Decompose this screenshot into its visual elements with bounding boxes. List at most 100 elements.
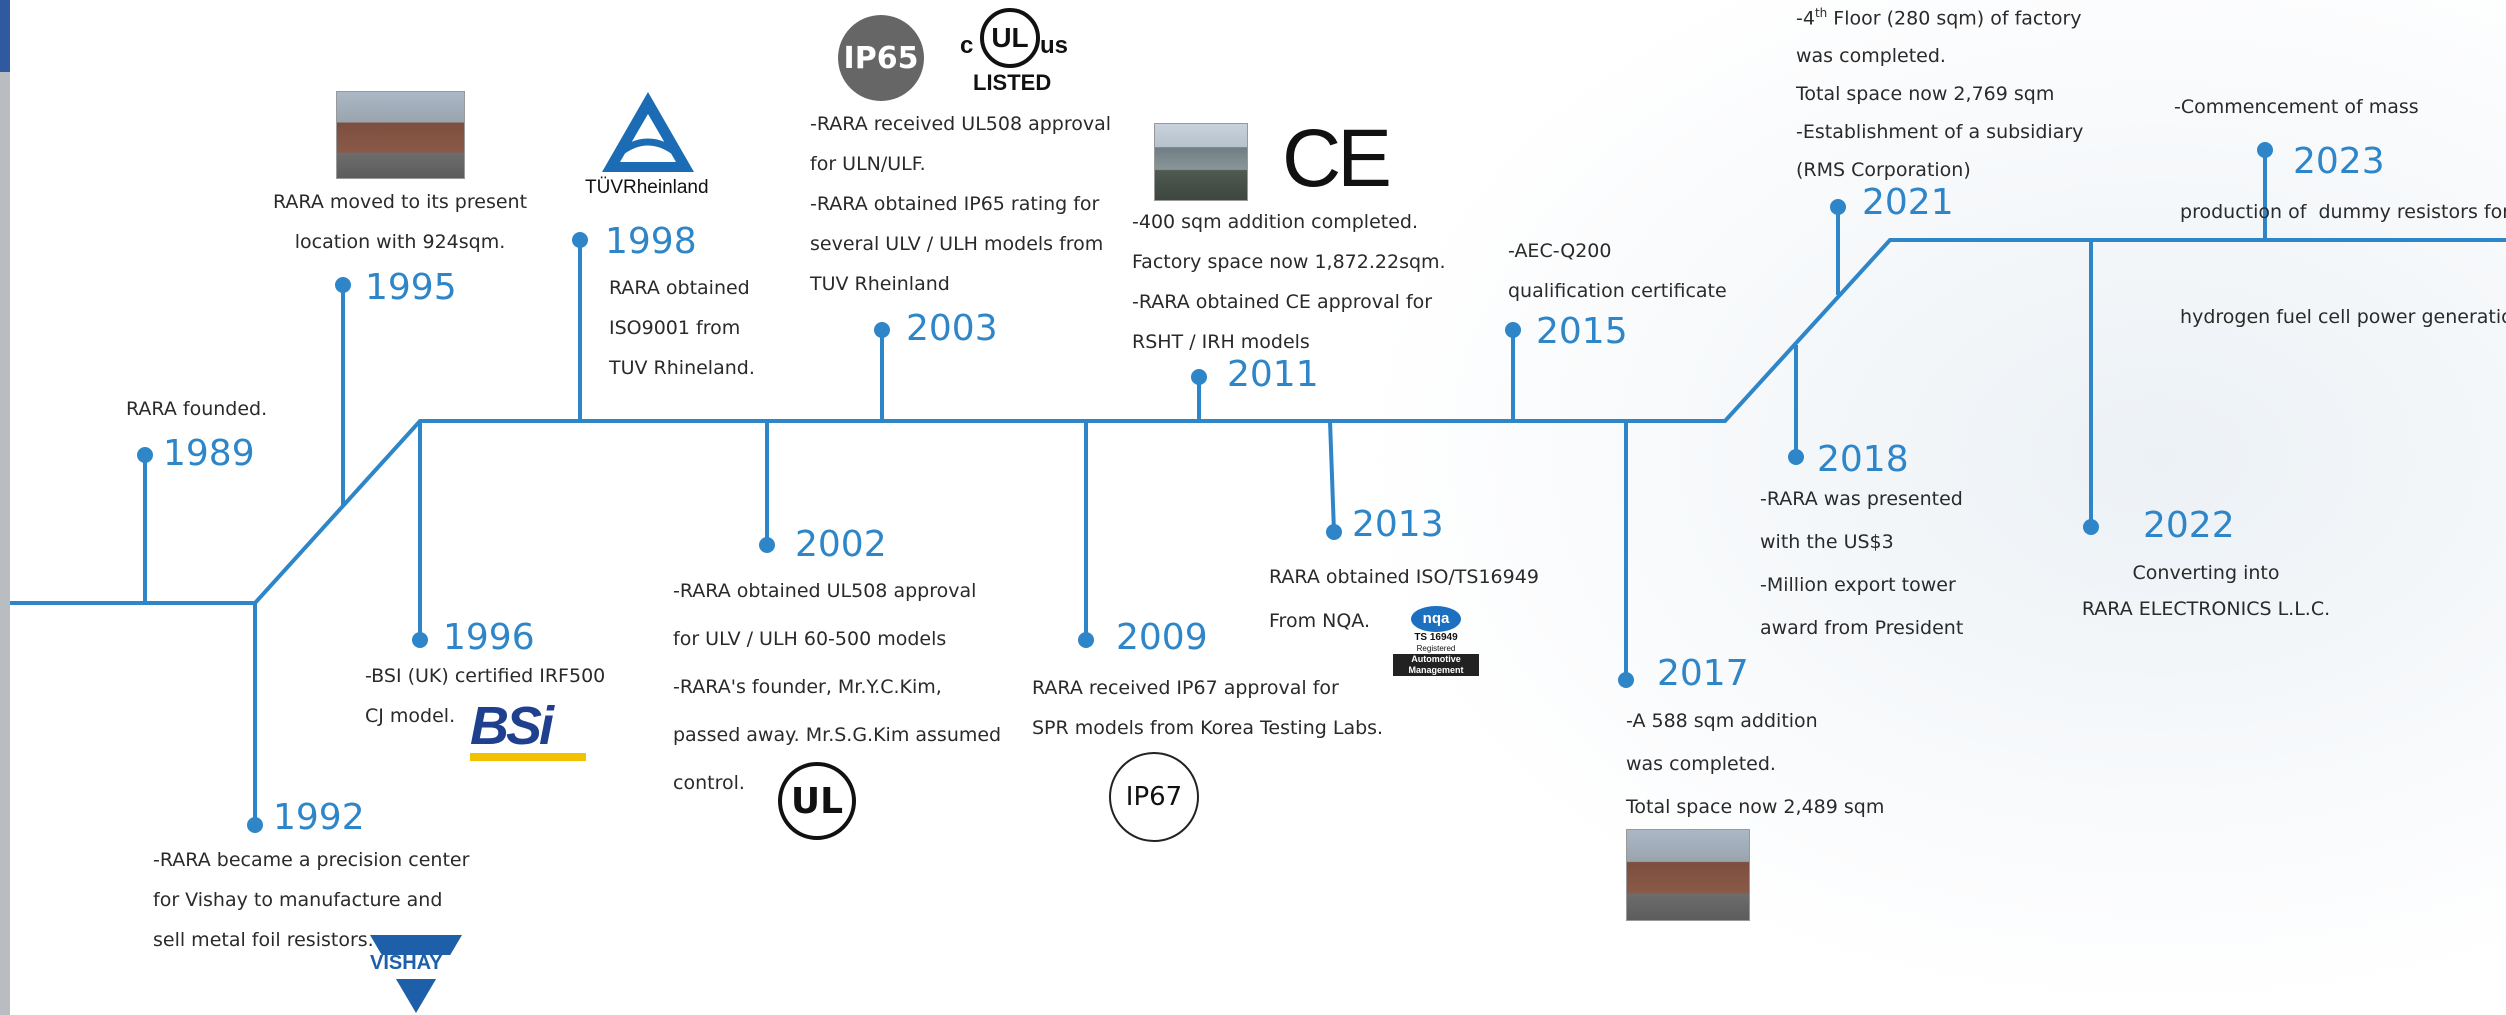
desc-2002-line-2: for ULV / ULH 60-500 models xyxy=(673,628,947,650)
desc-2009-line-1: RARA received IP67 approval for xyxy=(1032,677,1339,699)
desc-2021: -4th Floor (280 sqm) of factory was comp… xyxy=(1796,0,2083,189)
dot-2017 xyxy=(1618,672,1634,688)
desc-2003-line-2: for ULN/ULF. xyxy=(810,153,926,175)
year-2023: 2023 xyxy=(2293,141,2385,182)
desc-1992-line-3: sell metal foil resistors. xyxy=(153,929,374,951)
desc-2018-line-1: -RARA was presented xyxy=(1760,488,1963,510)
dot-1995 xyxy=(335,277,351,293)
desc-2017-line-3: Total space now 2,489 sqm xyxy=(1626,796,1885,818)
dot-1992 xyxy=(247,817,263,833)
year-2009: 2009 xyxy=(1116,617,1208,658)
left-edge-strip xyxy=(0,0,10,1015)
dot-2022 xyxy=(2083,519,2099,535)
left-edge-accent xyxy=(0,0,10,72)
desc-1998-line-1: RARA obtained xyxy=(609,277,750,299)
desc-2009: RARA received IP67 approval for SPR mode… xyxy=(1032,668,1383,748)
dot-1989 xyxy=(137,447,153,463)
desc-2003-line-4: several ULV / ULH models from xyxy=(810,233,1104,255)
ip65-logo: IP65 xyxy=(838,15,924,101)
dot-2003 xyxy=(874,322,890,338)
desc-2011-line-3: -RARA obtained CE approval for xyxy=(1132,291,1433,313)
desc-1992-line-2: for Vishay to manufacture and xyxy=(153,889,443,911)
dot-1996 xyxy=(412,632,428,648)
year-2017: 2017 xyxy=(1657,653,1749,694)
desc-1989: RARA founded. xyxy=(126,389,267,429)
dot-2009 xyxy=(1078,632,1094,648)
factory-photo-2017 xyxy=(1626,829,1750,921)
dot-2013 xyxy=(1326,524,1342,540)
desc-2015-line-1: -AEC-Q200 xyxy=(1508,240,1612,262)
desc-2021-line-5: (RMS Corporation) xyxy=(1796,159,1971,182)
desc-2002-line-1: -RARA obtained UL508 approval xyxy=(673,580,977,602)
desc-2013-line-1: RARA obtained ISO/TS16949 xyxy=(1269,566,1539,588)
stem-2013 xyxy=(1328,420,1336,533)
desc-2003-line-3: -RARA obtained IP65 rating for xyxy=(810,193,1100,215)
desc-2021-line-1-prefix: -4 xyxy=(1796,7,1815,30)
desc-2003: -RARA received UL508 approval for ULN/UL… xyxy=(810,104,1111,304)
desc-1996: -BSI (UK) certified IRF500 CJ model. xyxy=(365,656,605,736)
dot-2011 xyxy=(1191,369,1207,385)
desc-1989-line-1: RARA founded. xyxy=(126,398,268,420)
background-glow xyxy=(1350,0,2506,1015)
year-2013: 2013 xyxy=(1352,504,1444,545)
desc-2021-line-3: Total space now 2,769 sqm xyxy=(1796,83,2055,106)
desc-2011-line-4: RSHT / IRH models xyxy=(1132,331,1310,353)
desc-2023: -Commencement of mass production of dumm… xyxy=(2174,20,2506,370)
tuv-logo-text: TÜVRheinland xyxy=(585,177,709,198)
desc-2021-line-4: -Establishment of a subsidiary xyxy=(1796,121,2084,144)
desc-2023-line-3: hydrogen fuel cell power generation xyxy=(2174,306,2506,328)
desc-2022: Converting into RARA ELECTRONICS L.L.C. xyxy=(2046,555,2366,627)
timeline-dots xyxy=(137,142,2273,833)
desc-2011: -400 sqm addition completed. Factory spa… xyxy=(1132,202,1446,362)
desc-2023-line-1: -Commencement of mass xyxy=(2174,96,2419,118)
ul-listed-logo: UL xyxy=(980,8,1040,68)
ce-logo: CE xyxy=(1282,113,1392,204)
dot-2023 xyxy=(2257,142,2273,158)
vishay-logo-text: VISHAY xyxy=(370,952,443,974)
desc-1996-line-2: CJ model. xyxy=(365,705,456,727)
desc-2023-line-2: production of dummy resistors for xyxy=(2174,201,2506,223)
desc-1992-line-1: -RARA became a precision center xyxy=(153,849,470,871)
year-1989: 1989 xyxy=(163,433,255,474)
tuv-logo xyxy=(602,92,694,172)
year-1996: 1996 xyxy=(443,617,535,658)
year-1992: 1992 xyxy=(273,797,365,838)
ul-us-mark: us xyxy=(1040,32,1069,59)
factory-photo-2011 xyxy=(1154,123,1248,201)
nqa-logo-mark: nqa xyxy=(1411,606,1461,632)
nqa-logo-automotive-line-1: Automotive xyxy=(1411,654,1461,664)
desc-2011-line-1: -400 sqm addition completed. xyxy=(1132,211,1418,233)
nqa-logo-ts: TS 16949 xyxy=(1414,632,1458,643)
year-2022: 2022 xyxy=(2143,505,2235,546)
factory-photo-1995 xyxy=(336,91,465,179)
desc-2021-line-1-suffix: Floor (280 sqm) of factory xyxy=(1827,7,2082,30)
vishay-logo xyxy=(368,935,464,1013)
ul-c-mark: c xyxy=(960,32,974,59)
desc-1995-line-2: location with 924sqm. xyxy=(294,231,506,253)
desc-1996-line-1: -BSI (UK) certified IRF500 xyxy=(365,665,606,687)
desc-2009-line-2: SPR models from Korea Testing Labs. xyxy=(1032,717,1384,739)
desc-2011-line-2: Factory space now 1,872.22sqm. xyxy=(1132,251,1446,273)
desc-2002-line-4: passed away. Mr.S.G.Kim assumed xyxy=(673,724,1002,746)
desc-2022-line-2: RARA ELECTRONICS L.L.C. xyxy=(2081,598,2331,620)
desc-2018-line-4: award from President xyxy=(1760,617,1964,639)
nqa-logo-automotive: Automotive Management xyxy=(1393,654,1479,676)
desc-2018-line-3: -Million export tower xyxy=(1760,574,1956,596)
dot-2002 xyxy=(759,537,775,553)
desc-2003-line-1: -RARA received UL508 approval xyxy=(810,113,1112,135)
desc-2002-line-3: -RARA's founder, Mr.Y.C.Kim, xyxy=(673,676,942,698)
desc-1992: -RARA became a precision center for Vish… xyxy=(153,840,469,960)
desc-1995-line-1: RARA moved to its present xyxy=(272,191,528,213)
dot-2018 xyxy=(1788,449,1804,465)
dot-2015 xyxy=(1505,322,1521,338)
nqa-logo-registered: Registered xyxy=(1416,644,1456,653)
desc-2021-line-1: -4th Floor (280 sqm) of factory xyxy=(1796,0,2083,37)
ul-logo: UL xyxy=(778,762,856,840)
desc-2013-line-2: From NQA. xyxy=(1269,610,1370,632)
nqa-logo: nqa TS 16949 Registered Automotive Manag… xyxy=(1393,606,1479,676)
desc-2017: -A 588 sqm addition was completed. Total… xyxy=(1626,700,1884,829)
year-1998: 1998 xyxy=(605,221,697,262)
dot-1998 xyxy=(572,232,588,248)
ip67-logo: IP67 xyxy=(1109,752,1199,842)
